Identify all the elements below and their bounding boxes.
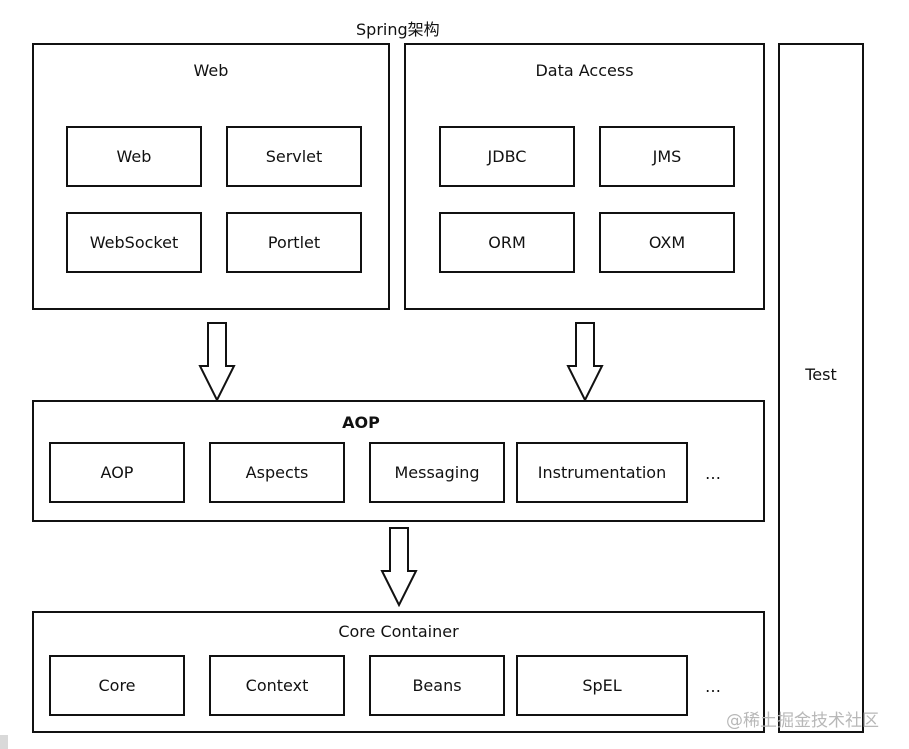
diagram-title: Spring架构: [356, 20, 440, 39]
module-instrumentation: Instrumentation: [516, 442, 688, 503]
module-servlet: Servlet: [226, 126, 362, 187]
module-oxm: OXM: [599, 212, 735, 273]
core-more-ellipsis: …: [705, 677, 721, 696]
arrow-web-to-aop: [198, 322, 236, 402]
aop-layer-title: AOP: [342, 413, 380, 432]
test-layer: [778, 43, 864, 733]
module-aspects: Aspects: [209, 442, 345, 503]
module-context: Context: [209, 655, 345, 716]
watermark-text: @稀土掘金技术社区: [726, 711, 879, 731]
arrow-data-access-to-aop: [566, 322, 604, 402]
module-portlet: Portlet: [226, 212, 362, 273]
web-layer-title: Web: [193, 61, 229, 80]
core-container-layer-title: Core Container: [338, 622, 459, 641]
module-orm: ORM: [439, 212, 575, 273]
module-spel: SpEL: [516, 655, 688, 716]
aop-more-ellipsis: …: [705, 464, 721, 483]
module-messaging: Messaging: [369, 442, 505, 503]
corner-mark: [0, 735, 8, 749]
module-jdbc: JDBC: [439, 126, 575, 187]
module-aop: AOP: [49, 442, 185, 503]
module-core: Core: [49, 655, 185, 716]
test-layer-title: Test: [805, 365, 837, 384]
module-beans: Beans: [369, 655, 505, 716]
module-websocket: WebSocket: [66, 212, 202, 273]
module-web: Web: [66, 126, 202, 187]
arrow-aop-to-core: [380, 527, 418, 607]
module-jms: JMS: [599, 126, 735, 187]
data-access-layer-title: Data Access: [535, 61, 634, 80]
